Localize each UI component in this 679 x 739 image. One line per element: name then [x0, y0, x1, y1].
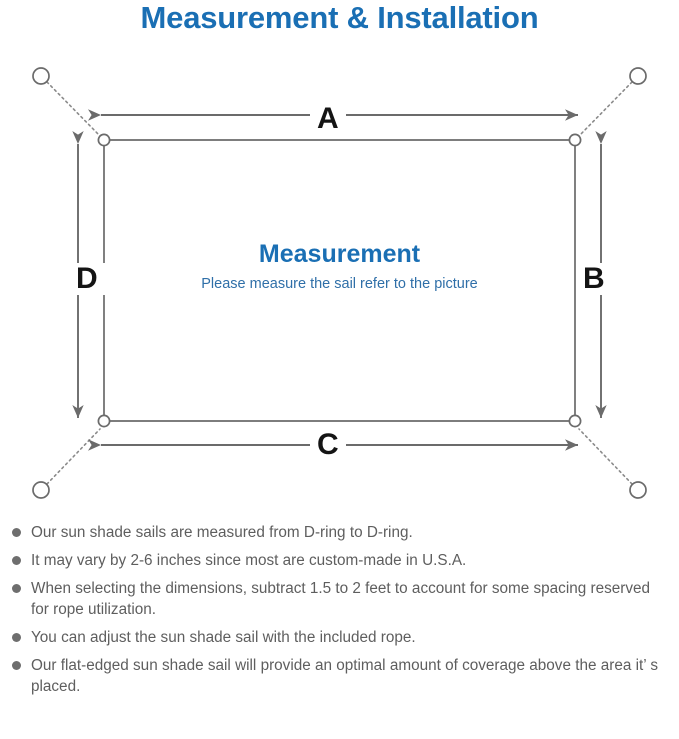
list-item: It may vary by 2-6 inches since most are…	[0, 550, 679, 571]
dimension-label-a: A	[310, 103, 346, 135]
d-ring-bottom-right-icon	[568, 414, 582, 428]
dimension-label-b: B	[576, 263, 612, 295]
anchor-rings	[32, 67, 647, 499]
measurement-heading: Measurement	[258, 240, 421, 268]
d-ring-bottom-left-icon	[97, 414, 111, 428]
notes-list: Our sun shade sails are measured from D-…	[0, 522, 679, 704]
rope-lines	[46, 81, 633, 485]
bullet-icon	[12, 556, 21, 565]
list-item-text: Our flat-edged sun shade sail will provi…	[31, 657, 658, 695]
bullet-icon	[12, 584, 21, 593]
list-item-text: You can adjust the sun shade sail with t…	[31, 629, 416, 646]
list-item: When selecting the dimensions, subtract …	[0, 578, 679, 620]
anchor-bottom-right-icon	[629, 481, 647, 499]
d-rings	[97, 133, 582, 428]
list-item: Our sun shade sails are measured from D-…	[0, 522, 679, 543]
bullet-icon	[12, 528, 21, 537]
bullet-icon	[12, 661, 21, 670]
sun-shade-sail-measurement-diagram: A C D B Measurement Please measure the s…	[0, 44, 679, 514]
list-item: You can adjust the sun shade sail with t…	[0, 627, 679, 648]
measurement-caption: Measurement Please measure the sail refe…	[0, 239, 679, 294]
d-ring-top-left-icon	[97, 133, 111, 147]
list-item-text: It may vary by 2-6 inches since most are…	[31, 552, 467, 569]
measurement-subheading: Please measure the sail refer to the pic…	[201, 276, 478, 292]
anchor-bottom-left-icon	[32, 481, 50, 499]
dimension-label-d: D	[69, 263, 105, 295]
dimension-label-c: C	[310, 429, 346, 461]
list-item-text: Our sun shade sails are measured from D-…	[31, 524, 413, 541]
list-item: Our flat-edged sun shade sail will provi…	[0, 655, 679, 697]
list-item-text: When selecting the dimensions, subtract …	[31, 580, 651, 618]
bullet-icon	[12, 633, 21, 642]
page-title: Measurement & Installation	[140, 0, 539, 35]
anchor-top-right-icon	[629, 67, 647, 85]
anchor-top-left-icon	[32, 67, 50, 85]
d-ring-top-right-icon	[568, 133, 582, 147]
